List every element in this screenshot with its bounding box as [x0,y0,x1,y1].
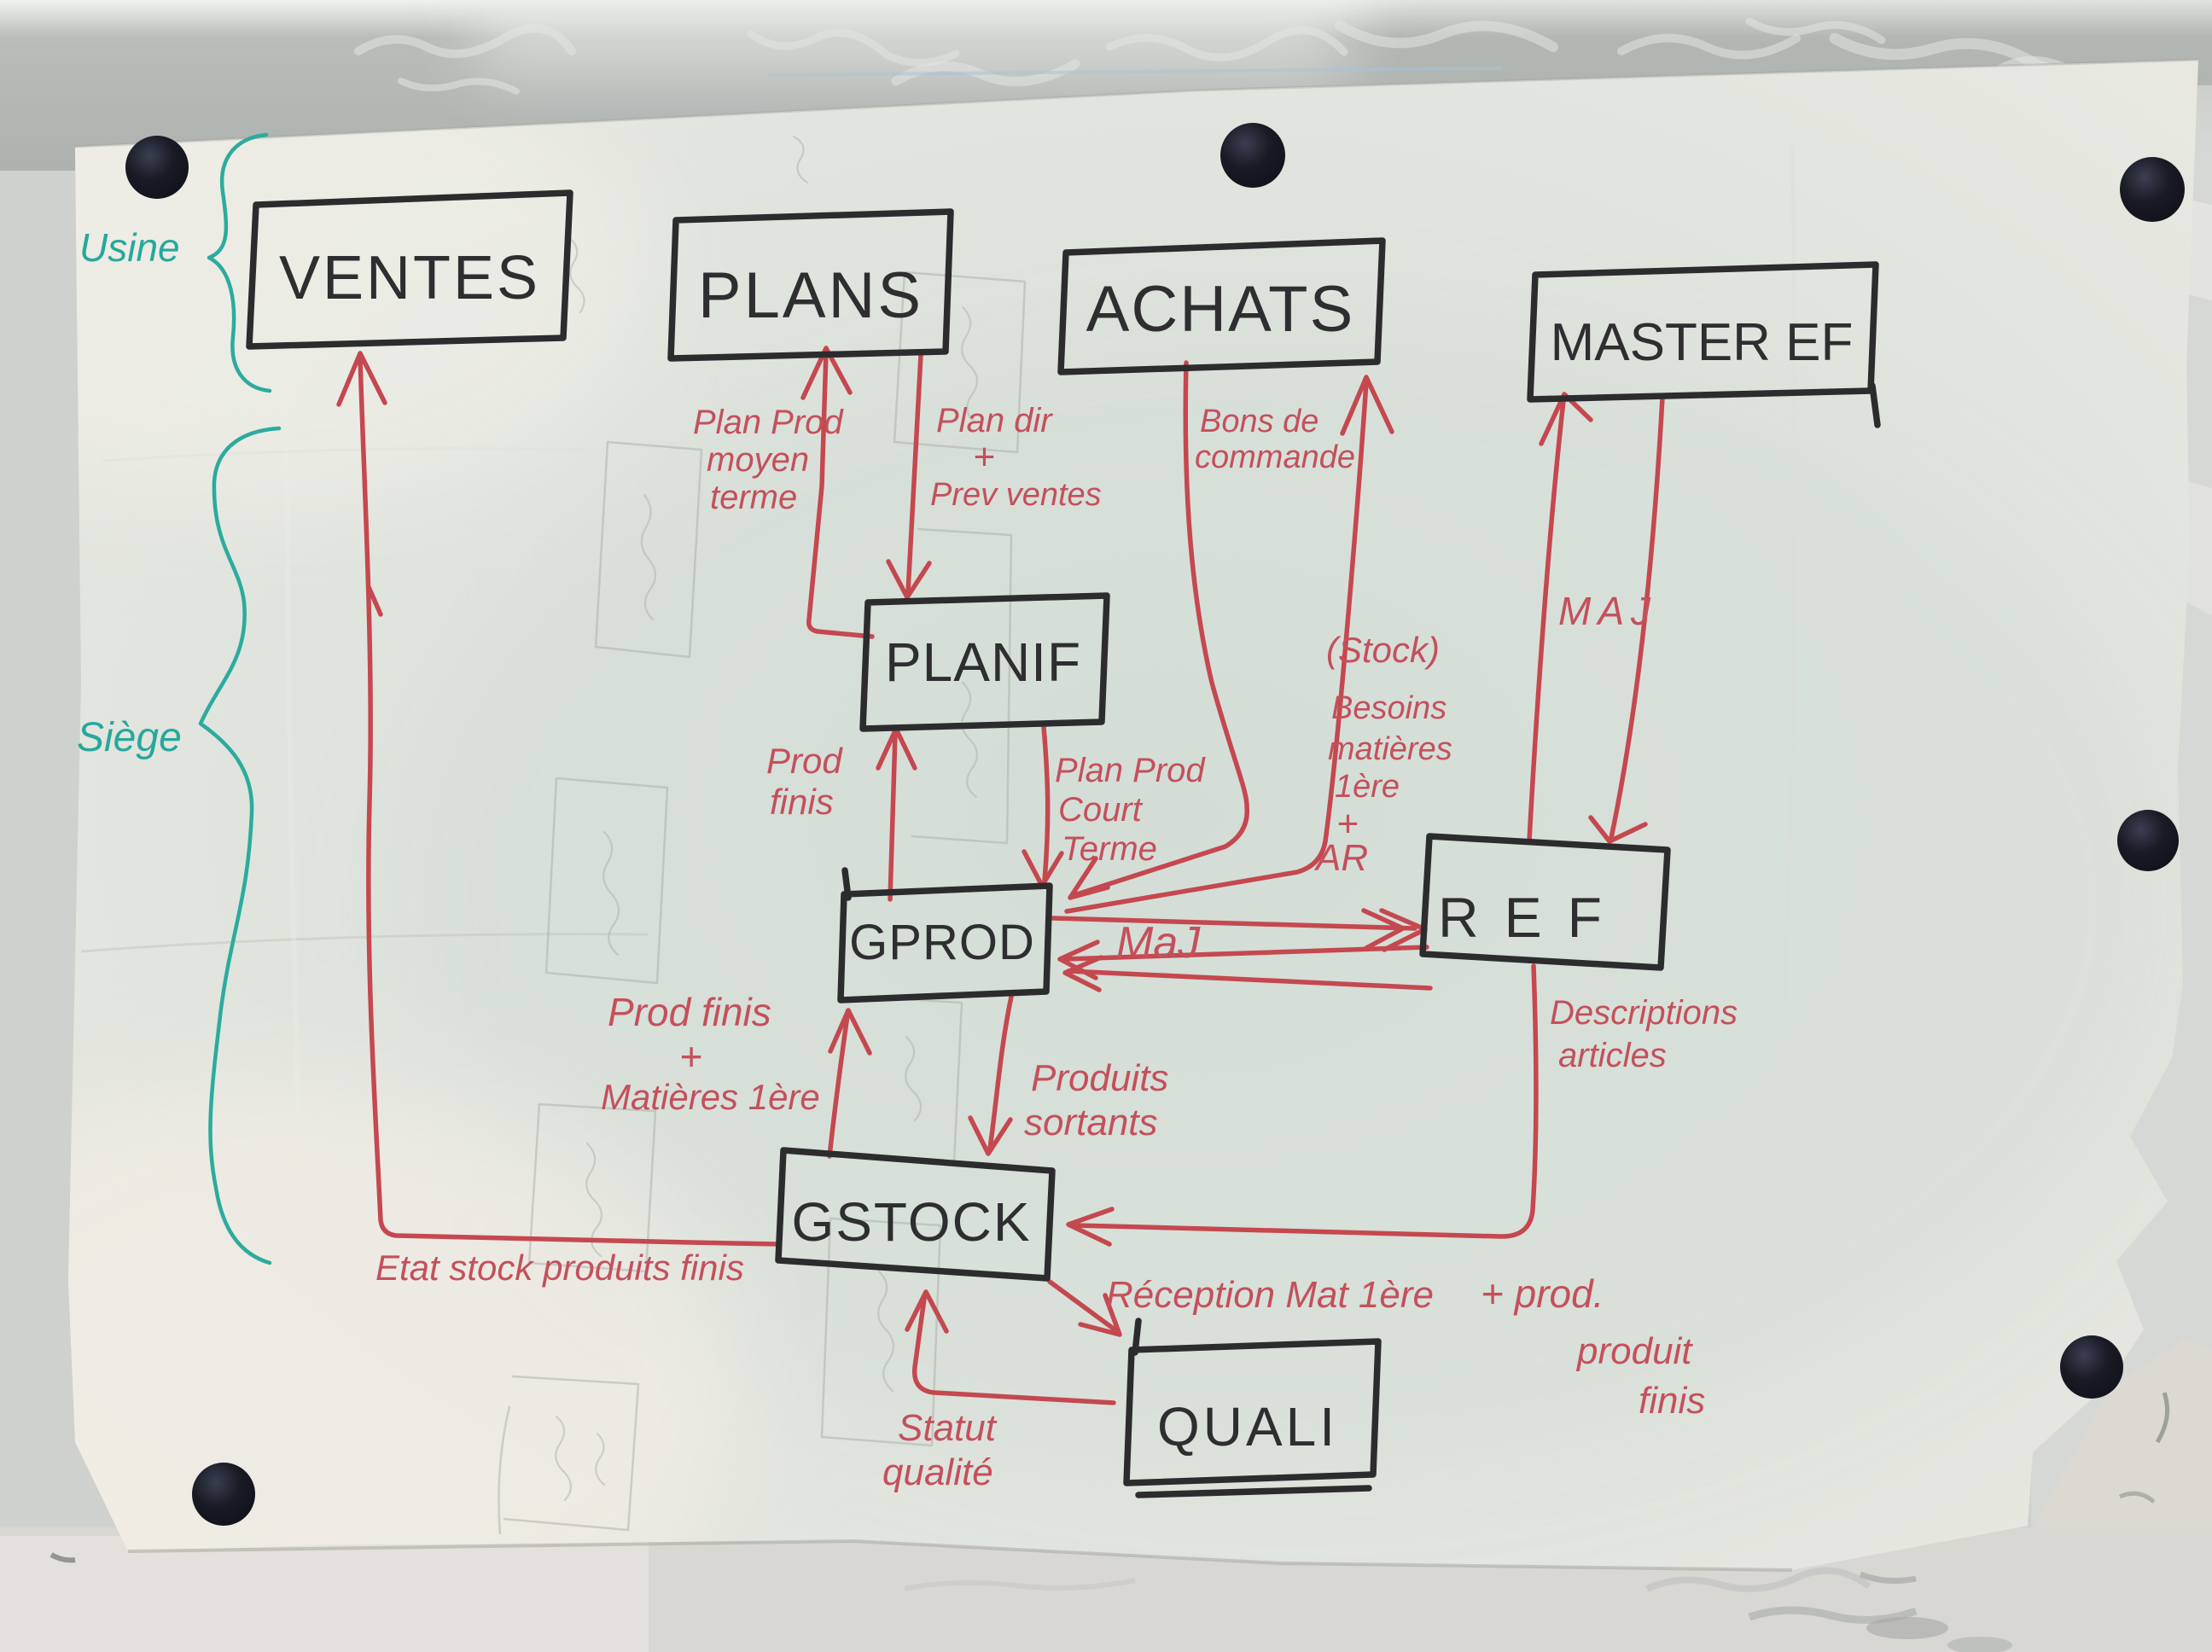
svg-text:Bons de: Bons de [1200,404,1318,439]
svg-text:Prev ventes: Prev ventes [930,477,1102,513]
svg-text:Besoins: Besoins [1331,690,1447,726]
svg-text:Terme: Terme [1062,830,1157,868]
svg-text:Etat stock produits finis: Etat stock produits finis [375,1248,744,1288]
svg-text:PLANIF: PLANIF [885,631,1081,693]
svg-text:finis: finis [770,782,834,822]
svg-text:+: + [1336,803,1359,845]
svg-text:sortants: sortants [1024,1102,1158,1143]
svg-text:Prod: Prod [766,741,843,781]
svg-text:Plan Prod: Plan Prod [1055,752,1206,789]
svg-text:Prod finis: Prod finis [608,990,771,1034]
svg-text:Produits: Produits [1031,1057,1168,1099]
svg-text:Réception Mat 1ère: Réception Mat 1ère [1106,1274,1434,1316]
svg-text:REF: REF [1438,886,1627,949]
svg-text:ACHATS: ACHATS [1086,273,1355,346]
svg-text:VENTES: VENTES [279,244,540,312]
svg-text:MAJ: MAJ [1558,589,1657,633]
svg-text:qualité: qualité [882,1451,993,1493]
svg-text:+: + [679,1034,702,1079]
svg-text:Plan Prod: Plan Prod [693,404,844,441]
svg-text:terme: terme [710,479,797,516]
svg-text:Plan dir: Plan dir [936,402,1053,439]
svg-text:Court: Court [1058,791,1144,829]
svg-text:Siège: Siège [77,715,182,760]
svg-text:commande: commande [1195,439,1355,475]
svg-text:MaJ: MaJ [1116,918,1201,968]
svg-text:GSTOCK: GSTOCK [791,1191,1031,1253]
svg-text:matières: matières [1328,731,1452,767]
svg-text:produit: produit [1575,1330,1693,1372]
svg-text:finis: finis [1639,1380,1705,1422]
svg-text:articles: articles [1558,1037,1667,1074]
svg-text:+: + [973,436,995,478]
svg-text:Statut: Statut [898,1407,998,1449]
svg-text:Usine: Usine [79,225,180,270]
svg-text:(Stock): (Stock) [1326,630,1440,670]
svg-text:+ prod.: + prod. [1481,1271,1604,1316]
svg-text:QUALI: QUALI [1157,1396,1338,1457]
svg-text:Matières 1ère: Matières 1ère [601,1077,820,1117]
svg-text:moyen: moyen [707,441,809,479]
svg-text:Descriptions: Descriptions [1550,994,1738,1032]
svg-text:PLANS: PLANS [698,259,923,332]
svg-text:GPROD: GPROD [849,915,1035,970]
svg-text:MASTER EF: MASTER EF [1551,313,1854,372]
svg-text:1ère: 1ère [1335,769,1400,805]
svg-text:AR: AR [1313,837,1368,879]
